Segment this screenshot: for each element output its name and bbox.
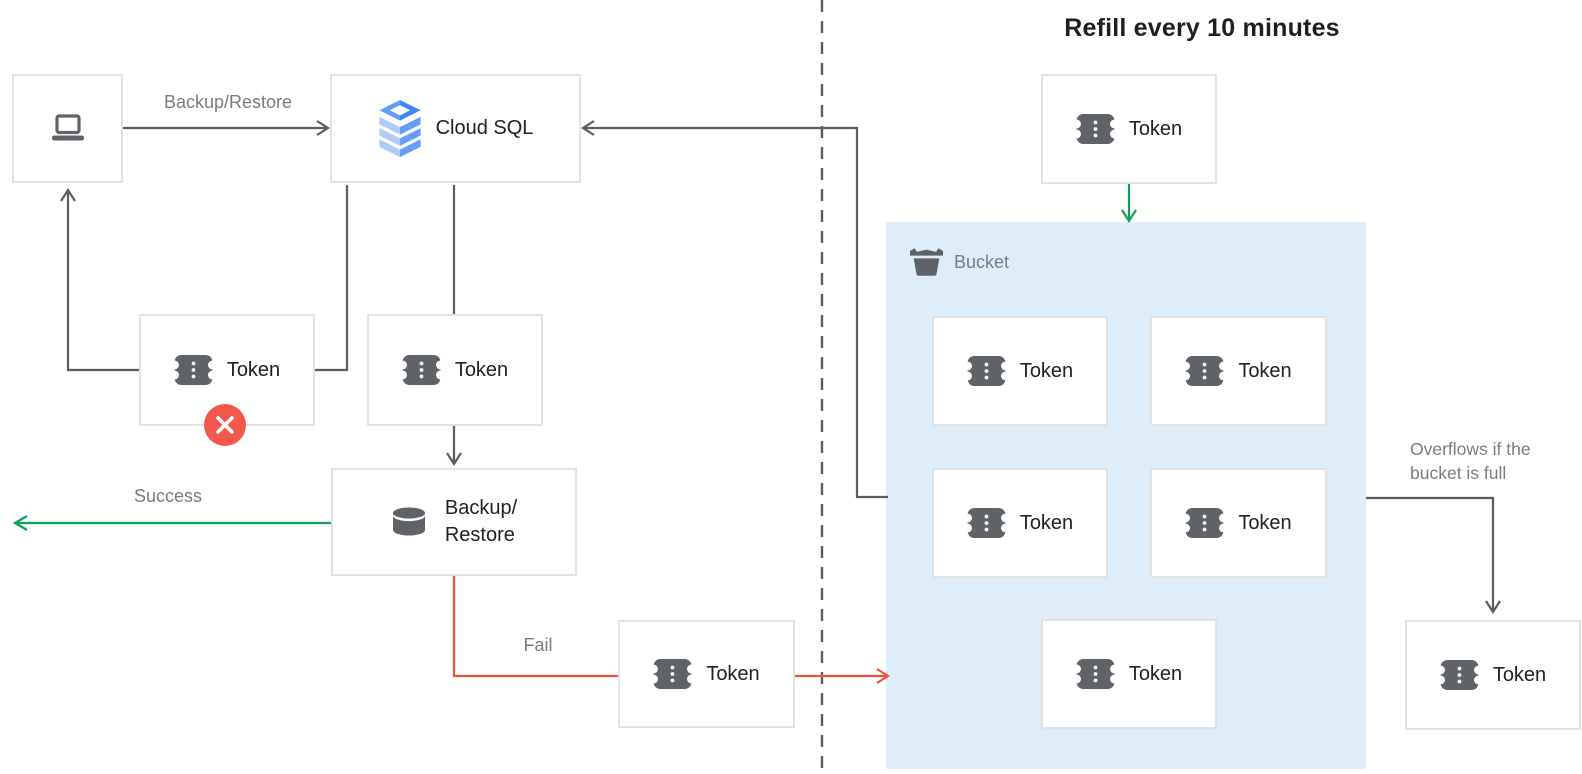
token-label: Token — [1019, 511, 1074, 534]
ticket-icon — [1185, 356, 1225, 386]
backup-restore-node: Backup/ Restore — [331, 468, 577, 576]
token-label: Token — [454, 358, 509, 381]
token-label: Token — [1238, 511, 1292, 534]
bucket-tag: Bucket — [910, 247, 1009, 277]
token-box-bucket-4: Token — [1150, 468, 1327, 578]
token-box-bucket-1: Token — [932, 316, 1108, 426]
token-label: Token — [1238, 359, 1292, 382]
token-box-bucket-2: Token — [1150, 316, 1327, 426]
token-box-bucket-5: Token — [1041, 619, 1217, 729]
token-label: Token — [1128, 117, 1183, 140]
token-box-fail-return: Token — [618, 620, 795, 728]
token-label: Token — [1019, 359, 1074, 382]
client-node — [12, 74, 123, 183]
line-token-to-cloudsql — [315, 185, 349, 372]
ticket-icon — [966, 508, 1006, 538]
backup-restore-label: Backup/ Restore — [444, 497, 518, 546]
bucket-icon — [910, 248, 943, 276]
token-box-overflow: Token — [1405, 620, 1581, 730]
ticket-icon — [653, 659, 693, 689]
token-label: Token — [1128, 662, 1183, 685]
ticket-icon — [966, 356, 1006, 386]
ticket-icon — [173, 355, 213, 385]
ticket-icon — [401, 355, 441, 385]
ticket-icon — [1185, 508, 1225, 538]
ticket-icon — [1075, 114, 1115, 144]
database-cylinder-icon — [392, 507, 425, 536]
fail-edge-label: Fail — [523, 635, 553, 655]
arrow-success — [12, 515, 331, 531]
token-box-refill: Token — [1041, 74, 1217, 184]
ticket-icon — [1075, 659, 1115, 689]
token-label: Token — [1492, 663, 1547, 686]
token-box-request: Token — [367, 314, 543, 426]
token-label: Token — [706, 662, 760, 685]
refill-title: Refill every 10 minutes — [1064, 14, 1340, 42]
arrow-refill-to-bucket — [1121, 184, 1137, 224]
arrow-client-to-cloudsql — [123, 120, 331, 136]
error-x-icon — [204, 404, 246, 446]
overflow-note: Overflows if the bucket is full — [1410, 439, 1531, 483]
token-label: Token — [226, 358, 281, 381]
arrow-bucket-overflow — [1366, 496, 1501, 615]
arrow-token-to-client — [60, 187, 139, 372]
cloudsql-node: Cloud SQL — [330, 74, 581, 183]
bucket-label: Bucket — [954, 251, 1010, 272]
arrow-bucket-to-cloudsql — [580, 120, 888, 499]
request-edge-label: Backup/Restore — [163, 92, 293, 112]
cloudsql-label: Cloud SQL — [435, 117, 534, 139]
token-box-bucket-3: Token — [932, 468, 1108, 578]
ticket-icon — [1439, 660, 1479, 690]
laptop-icon — [51, 113, 84, 140]
success-edge-label: Success — [133, 486, 203, 506]
cloud-sql-database-icon — [378, 99, 421, 157]
